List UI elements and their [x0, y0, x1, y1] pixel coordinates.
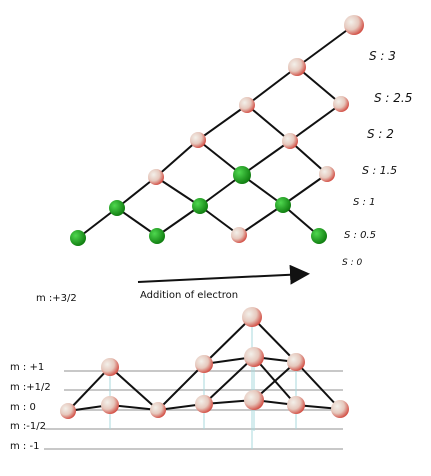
m-label-plus-1: m : +1 [10, 362, 45, 373]
spin-label-3: S : 3 [369, 49, 396, 63]
node-pink [282, 133, 298, 149]
node-pink [239, 97, 255, 113]
spin-label-2: S : 2 [367, 127, 394, 141]
lower-nodes [60, 307, 349, 419]
node-green [275, 197, 291, 213]
spin-label-0-5: S : 0.5 [344, 230, 376, 241]
node-green [109, 200, 125, 216]
node-pink [101, 358, 119, 376]
branching-nodes [70, 15, 364, 246]
node-pink [148, 169, 164, 185]
node-pink [344, 15, 364, 35]
node-pink [150, 402, 166, 418]
node-pink [287, 396, 305, 414]
node-green [70, 230, 86, 246]
node-pink [319, 166, 335, 182]
node-pink [190, 132, 206, 148]
node-pink [244, 390, 264, 410]
spin-label-2-5: S : 2.5 [374, 91, 413, 105]
node-pink [333, 96, 349, 112]
spin-label-1-5: S : 1.5 [362, 164, 398, 177]
node-pink [195, 395, 213, 413]
m-label-plus-1-2: m :+1/2 [10, 382, 51, 393]
m-label-minus-1: m : -1 [10, 441, 40, 452]
node-pink [60, 403, 76, 419]
node-green [192, 198, 208, 214]
node-pink [231, 227, 247, 243]
spin-label-0: S : 0 [342, 258, 363, 268]
node-pink [331, 400, 349, 418]
node-pink [242, 307, 262, 327]
spin-label-1: S : 1 [353, 197, 376, 208]
m-label-minus-1-2: m :-1/2 [10, 421, 46, 432]
node-pink [244, 347, 264, 367]
m-label-plus-3-2: m :+3/2 [36, 293, 77, 304]
m-label-0: m : 0 [10, 402, 36, 413]
addition-arrow [137, 264, 310, 285]
node-pink [287, 353, 305, 371]
node-green [149, 228, 165, 244]
node-pink [195, 355, 213, 373]
arrow-caption: Addition of electron [140, 290, 239, 301]
node-pink [101, 396, 119, 414]
node-green [233, 166, 251, 184]
node-pink [288, 58, 306, 76]
node-green [311, 228, 327, 244]
